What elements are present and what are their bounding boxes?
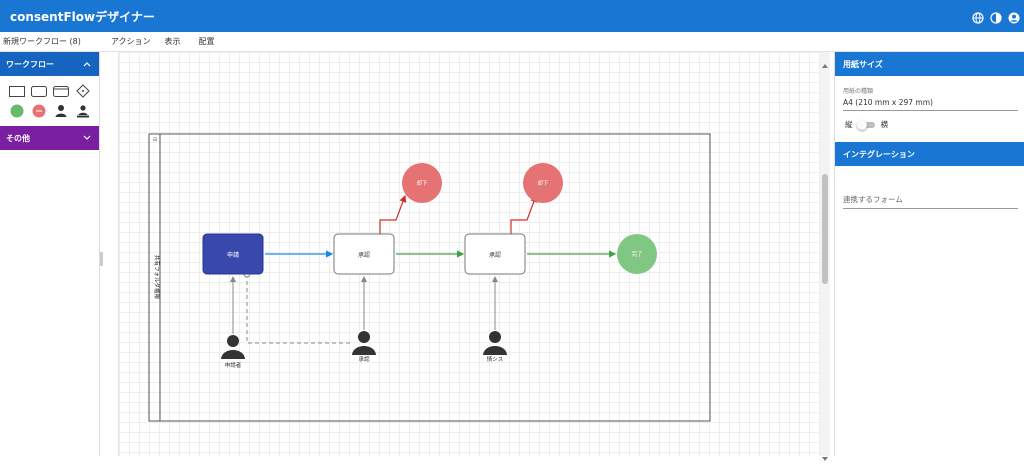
- paper-size-header[interactable]: 用紙サイズ: [835, 52, 1024, 76]
- app-bar: consentFlowデザイナー: [0, 0, 1024, 32]
- left-palette: ワークフロー その他: [0, 52, 100, 456]
- paper-type-label: 用紙の種類: [843, 88, 874, 95]
- menu-action[interactable]: アクション: [110, 37, 151, 46]
- actor-system[interactable]: 情シス: [483, 331, 507, 363]
- linked-form-field[interactable]: 連携するフォーム: [843, 195, 903, 204]
- connector-approve2-reject2: [510, 194, 538, 234]
- connector-dashed-return: [246, 274, 351, 344]
- diagram-canvas[interactable]: ⊟ 共有フォルダ権限 申請: [118, 52, 820, 456]
- connectors: [230, 194, 617, 344]
- globe-icon[interactable]: [972, 9, 984, 24]
- properties-panel: 用紙サイズ 用紙の種類 A4 (210 mm x 297 mm) 縦 横 インテ…: [834, 52, 1024, 456]
- canvas-area: ⊟ 共有フォルダ権限 申請: [100, 52, 830, 456]
- shape-palette: [0, 76, 99, 122]
- chevron-up-icon[interactable]: [83, 60, 91, 69]
- card-shape[interactable]: [52, 84, 70, 98]
- menu-view[interactable]: 表示: [164, 37, 181, 46]
- rounded-rectangle-shape[interactable]: [30, 84, 48, 98]
- node-approve1[interactable]: 承認: [333, 233, 395, 275]
- svg-text:情シス: 情シス: [487, 355, 504, 363]
- chevron-down-icon[interactable]: [83, 134, 91, 143]
- linked-form-underline: [843, 208, 1018, 209]
- person-stamp-shape[interactable]: [74, 104, 92, 118]
- canvas-vertical-scrollbar[interactable]: [820, 52, 830, 461]
- svg-text:承認: 承認: [489, 251, 501, 259]
- node-approve2[interactable]: 承認: [464, 233, 526, 275]
- scroll-up-icon[interactable]: [821, 54, 829, 73]
- landscape-label: 横: [880, 120, 889, 129]
- menu-bar: 新規ワークフロー (8) アクション 表示 配置: [0, 32, 1024, 52]
- swimlane-label: 共有フォルダ権限: [153, 255, 161, 300]
- svg-text:承認: 承認: [358, 251, 370, 259]
- node-done[interactable]: 完了: [617, 234, 657, 274]
- svg-text:承認: 承認: [358, 355, 370, 363]
- other-section-title: その他: [6, 133, 30, 143]
- swimlane-toggle-icon[interactable]: ⊟: [153, 137, 157, 143]
- svg-text:申請者: 申請者: [225, 361, 242, 369]
- node-request[interactable]: 申請: [202, 233, 264, 275]
- swimlane[interactable]: ⊟ 共有フォルダ権限: [148, 133, 711, 422]
- contrast-icon[interactable]: [990, 9, 1002, 24]
- svg-text:完了: 完了: [631, 250, 642, 258]
- splitter-handle-left[interactable]: [100, 252, 103, 266]
- app-title: consentFlowデザイナー: [10, 9, 155, 24]
- other-section-header[interactable]: その他: [0, 126, 99, 150]
- svg-text:却下: 却下: [537, 179, 549, 187]
- diamond-shape[interactable]: [74, 84, 92, 98]
- menu-arrange[interactable]: 配置: [198, 37, 215, 46]
- actor-applicant[interactable]: 申請者: [221, 335, 245, 369]
- person-shape[interactable]: [52, 104, 70, 118]
- red-circle-shape[interactable]: [30, 104, 48, 118]
- green-circle-shape[interactable]: [8, 104, 26, 118]
- svg-text:却下: 却下: [416, 179, 428, 187]
- svg-text:申請: 申請: [227, 251, 239, 259]
- actor-approver[interactable]: 承認: [352, 331, 376, 363]
- paper-type-underline: [843, 110, 1018, 111]
- node-reject2[interactable]: 却下: [523, 163, 563, 203]
- account-icon[interactable]: [1008, 9, 1020, 24]
- node-reject1[interactable]: 却下: [402, 163, 442, 203]
- workflow-name[interactable]: 新規ワークフロー (8): [3, 37, 81, 46]
- connector-approve1-reject1: [379, 194, 407, 234]
- scroll-down-icon[interactable]: [821, 447, 829, 466]
- header-icons: [972, 9, 1020, 24]
- workflow-section-title: ワークフロー: [6, 59, 54, 69]
- scrollbar-thumb[interactable]: [822, 174, 828, 284]
- orientation-toggle-row: 縦 横: [835, 111, 1024, 130]
- orientation-toggle[interactable]: [856, 119, 875, 130]
- paper-size-title: 用紙サイズ: [843, 59, 883, 69]
- integration-header[interactable]: インテグレーション: [835, 142, 1024, 166]
- portrait-label: 縦: [845, 120, 853, 129]
- workflow-section-header[interactable]: ワークフロー: [0, 52, 99, 76]
- paper-type-select[interactable]: A4 (210 mm x 297 mm): [843, 98, 933, 107]
- integration-title: インテグレーション: [843, 149, 915, 159]
- rectangle-shape[interactable]: [8, 84, 26, 98]
